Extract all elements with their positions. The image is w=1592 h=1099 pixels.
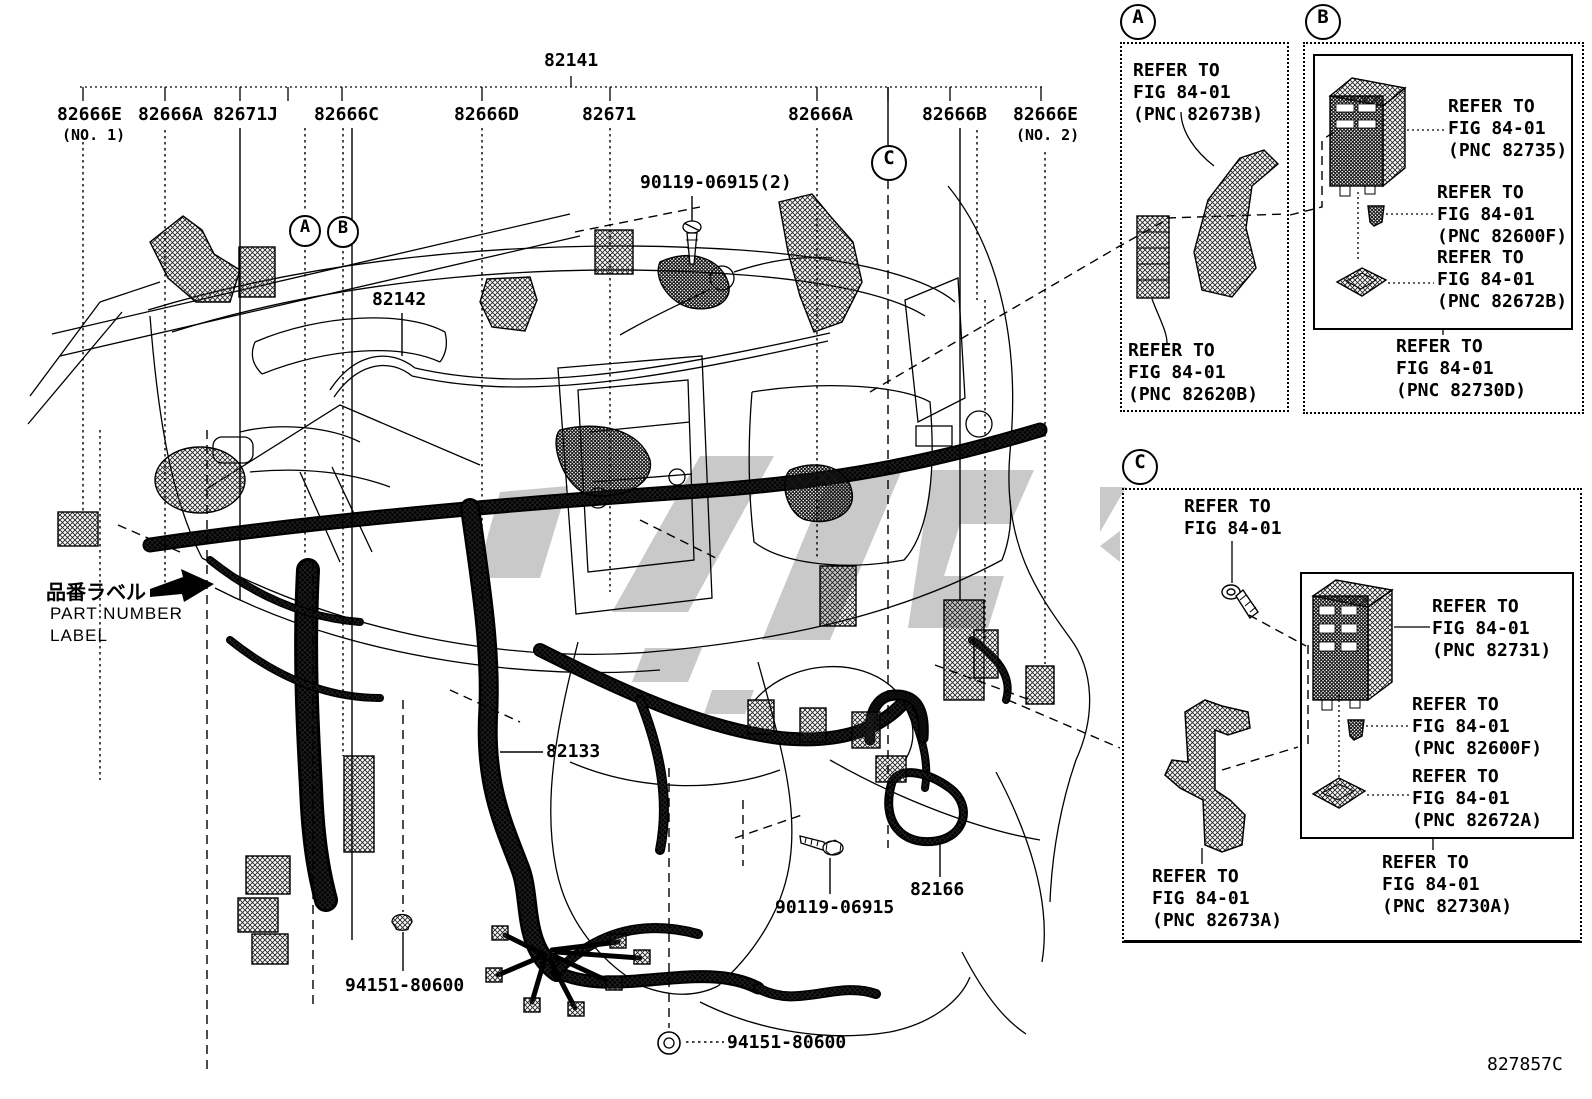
leader-lines (80, 76, 1338, 1075)
refer-note-82673a: REFER TO FIG 84-01 (PNC 82673A) (1152, 866, 1283, 931)
label-90119-06915: 90119-06915 (775, 897, 895, 918)
figure-code: 827857C (1487, 1054, 1563, 1075)
callout-a-box (1120, 42, 1289, 412)
callout-a-circle: A (1120, 4, 1156, 40)
fastener-icons (391, 220, 844, 1055)
refer-note-82672a: REFER TO FIG 84-01 (PNC 82672A) (1412, 766, 1543, 831)
label-82133: 82133 (546, 741, 601, 762)
part-number-label-en2: LABEL (50, 626, 108, 645)
note-no1: (NO. 1) (62, 126, 126, 144)
label-82142: 82142 (372, 289, 427, 310)
callout-c-clip (1347, 719, 1365, 741)
label-82666b: 82666B (922, 104, 988, 125)
grommet-icon (391, 913, 413, 931)
refer-note-82600f-b: REFER TO FIG 84-01 (PNC 82600F) (1437, 182, 1568, 247)
marker-c: C (871, 145, 907, 181)
refer-note-fig8401: REFER TO FIG 84-01 (1184, 496, 1282, 539)
label-82666e-no2: 82666E (1013, 104, 1079, 125)
refer-note-82620b: REFER TO FIG 84-01 (PNC 82620B) (1128, 340, 1259, 405)
callout-b-clip (1367, 205, 1385, 227)
harness-tubes (142, 422, 1048, 1011)
label-82666d: 82666D (454, 104, 520, 125)
refer-note-82600f-c: REFER TO FIG 84-01 (PNC 82600F) (1412, 694, 1543, 759)
label-94151-80600-bottom: 94151-80600 (727, 1032, 847, 1053)
callout-b-plate (1335, 267, 1388, 297)
label-82671: 82671 (582, 104, 637, 125)
note-no2: (NO. 2) (1016, 126, 1080, 144)
callout-a-bracket (1193, 149, 1280, 298)
refer-note-82730a: REFER TO FIG 84-01 (PNC 82730A) (1382, 852, 1513, 917)
nut-icon (657, 1031, 681, 1055)
label-90119-06915-2: 90119-06915(2) (640, 172, 792, 193)
label-94151-80600-left: 94151-80600 (345, 975, 465, 996)
callout-a-connector (1136, 215, 1170, 299)
callout-c-box (1122, 488, 1582, 943)
refer-note-82672b: REFER TO FIG 84-01 (PNC 82672B) (1437, 247, 1568, 312)
refer-note-82673b: REFER TO FIG 84-01 (PNC 82673B) (1133, 60, 1264, 125)
label-82666e-no1: 82666E (57, 104, 123, 125)
callout-c-bracket (1164, 699, 1251, 853)
label-82166: 82166 (910, 879, 965, 900)
screw-icon (682, 220, 702, 265)
callout-c-inner-box (1300, 572, 1574, 839)
vehicle-outline (27, 185, 1091, 1037)
connector-clusters (57, 193, 1055, 1017)
label-82666c: 82666C (314, 104, 380, 125)
callout-b-circle: B (1305, 4, 1341, 40)
label-82666a-left: 82666A (138, 104, 204, 125)
callout-b-junction-block (1328, 77, 1407, 197)
label-82671j: 82671J (213, 104, 279, 125)
callout-b-inner-box (1313, 54, 1573, 330)
callout-part-drawings (1136, 77, 1446, 864)
label-82141: 82141 (544, 50, 599, 71)
callout-c-screw (1221, 584, 1259, 620)
part-number-label-en1: PART NUMBER (50, 604, 183, 623)
bolt-icon (799, 835, 844, 856)
callout-c-plate (1311, 777, 1367, 809)
callout-c-junction-block (1311, 579, 1394, 711)
callout-c-circle: C (1122, 449, 1158, 485)
callout-b-box (1303, 42, 1584, 414)
refer-note-82730d: REFER TO FIG 84-01 (PNC 82730D) (1396, 336, 1527, 401)
refer-note-82731: REFER TO FIG 84-01 (PNC 82731) (1432, 596, 1552, 661)
part-number-label-arrow (150, 569, 214, 602)
part-number-label-jp: 品番ラベル (46, 580, 146, 604)
marker-b: B (327, 216, 359, 248)
refer-note-82735: REFER TO FIG 84-01 (PNC 82735) (1448, 96, 1568, 161)
label-82666a-right: 82666A (788, 104, 854, 125)
marker-a: A (289, 215, 321, 247)
